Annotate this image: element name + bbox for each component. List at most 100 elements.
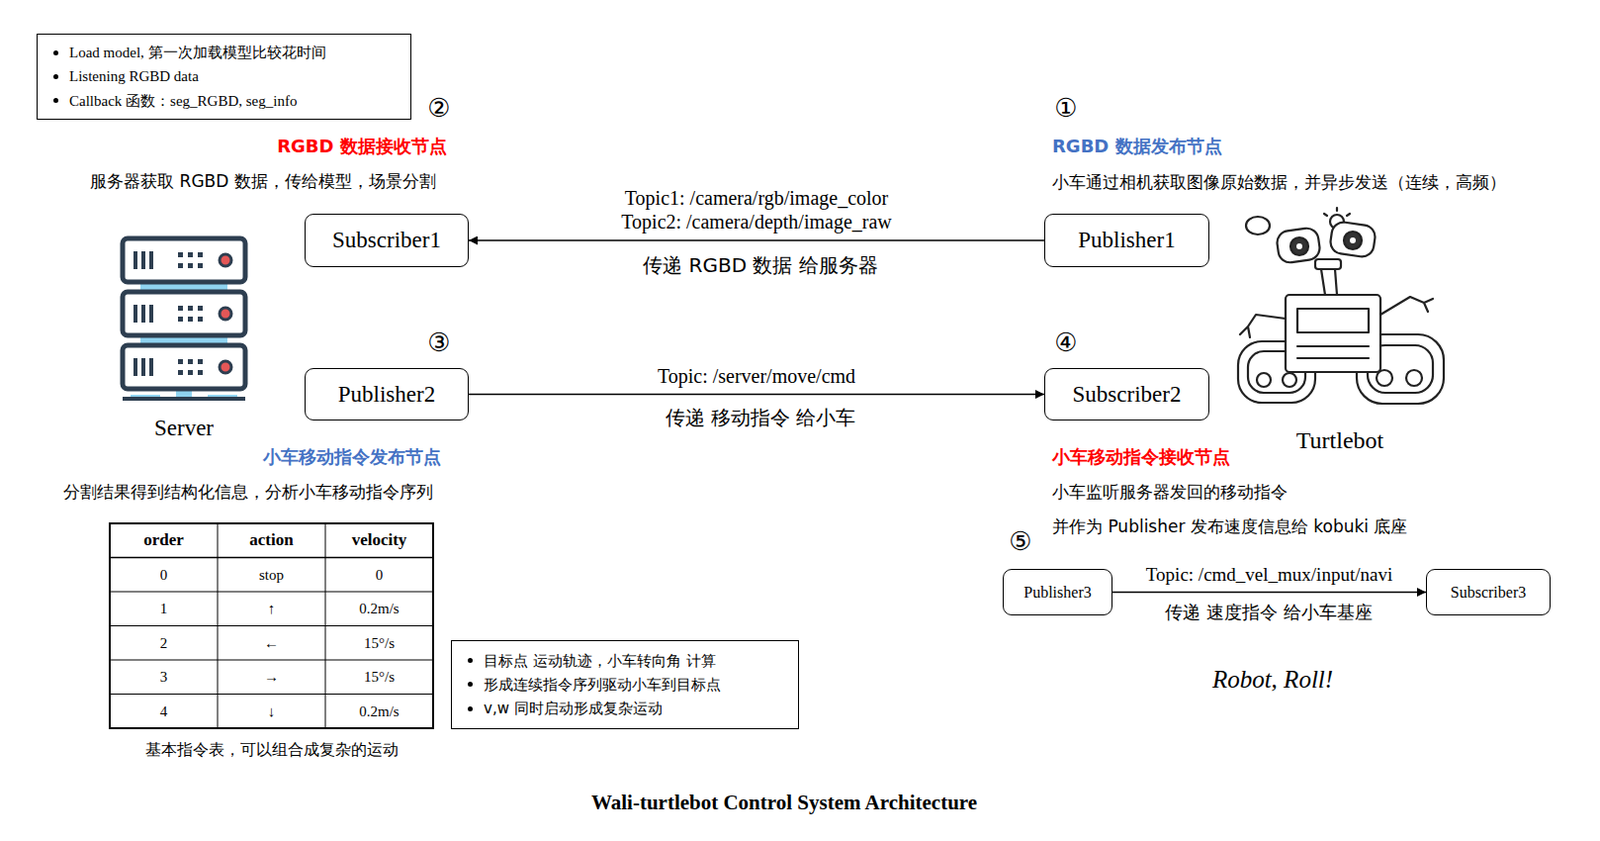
server-icon bbox=[122, 238, 246, 401]
table-cell: stop bbox=[259, 565, 284, 584]
server-vent bbox=[149, 304, 154, 323]
server-vent bbox=[133, 357, 138, 376]
table-cell: 15°/s bbox=[363, 667, 395, 686]
server-led bbox=[219, 360, 232, 373]
table-grid bbox=[109, 659, 434, 661]
robot-illustration bbox=[1296, 243, 1303, 250]
table-cell: ↓ bbox=[267, 702, 276, 720]
table-cell: 0.2m/s bbox=[358, 702, 399, 720]
server-vent bbox=[187, 369, 193, 375]
server-led bbox=[219, 254, 232, 373]
node-description: 小车通过相机获取图像原始数据，并异步发送（连续，高频） bbox=[1052, 172, 1507, 192]
server-vent bbox=[141, 251, 146, 269]
server-vent bbox=[177, 358, 183, 364]
bullet-dot bbox=[467, 657, 473, 663]
robot-illustration bbox=[1290, 237, 1309, 256]
table-grid bbox=[109, 624, 434, 626]
publisher-box: Publisher2 bbox=[304, 367, 469, 421]
table-grid bbox=[325, 523, 327, 728]
bullet-dot bbox=[53, 74, 59, 80]
publisher-box: Publisher3 bbox=[1002, 568, 1113, 616]
node-heading: 小车移动指令接收节点 bbox=[1052, 445, 1231, 468]
table-cell: 3 bbox=[160, 667, 169, 686]
robot-illustration bbox=[1297, 308, 1369, 333]
table-cell: 4 bbox=[160, 702, 169, 720]
topic-label: Topic1: /camera/rgb/image_color Topic2: … bbox=[606, 185, 908, 234]
server-vent bbox=[149, 357, 154, 376]
subscriber-box: Subscriber3 bbox=[1425, 568, 1551, 616]
table-header: order bbox=[143, 530, 184, 550]
edge-caption: 传递 速度指令 给小车基座 bbox=[1164, 601, 1372, 623]
bullet-dot bbox=[53, 97, 59, 103]
subscriber-box: Subscriber2 bbox=[1044, 367, 1210, 421]
robot-label: Turtlebot bbox=[1296, 426, 1384, 455]
server-vent bbox=[177, 252, 183, 258]
server-vent bbox=[141, 357, 146, 376]
note-item: Listening RGBD data bbox=[45, 64, 199, 89]
node-heading: 小车移动指令发布节点 bbox=[263, 445, 442, 468]
box-label: Publisher2 bbox=[338, 380, 436, 409]
note-item: v,w 同时启动形成复杂运动 bbox=[459, 696, 663, 720]
topic-label: Topic: /server/move/cmd bbox=[657, 363, 856, 388]
table-grid bbox=[109, 693, 434, 695]
table-cell: 0 bbox=[160, 565, 169, 584]
note-item: Callback 函数：seg_RGBD, seg_info bbox=[45, 88, 297, 113]
box-label: Subscriber1 bbox=[332, 226, 442, 255]
figure-caption: Wali-turtlebot Control System Architectu… bbox=[591, 790, 978, 815]
server-vent bbox=[177, 369, 183, 375]
server-base bbox=[122, 396, 246, 401]
callout-number: ② bbox=[427, 92, 450, 124]
table-cell: 2 bbox=[160, 633, 169, 652]
robot-illustration bbox=[1256, 372, 1271, 387]
server-vent bbox=[187, 305, 193, 311]
table-grid bbox=[109, 591, 434, 593]
robot-illustration bbox=[1380, 296, 1433, 315]
server-vent bbox=[187, 316, 193, 322]
box-label: Subscriber2 bbox=[1072, 380, 1182, 409]
server-vent bbox=[141, 304, 146, 323]
table-cell: 1 bbox=[160, 599, 169, 618]
robot-illustration bbox=[1406, 369, 1423, 386]
robot-illustration bbox=[1282, 372, 1297, 387]
server-vent bbox=[197, 369, 203, 375]
topic-arrow bbox=[468, 239, 1045, 242]
box-label: Subscriber3 bbox=[1450, 582, 1526, 602]
server-vent bbox=[187, 252, 193, 258]
note-item: Load model, 第一次加载模型比较花时间 bbox=[45, 40, 327, 65]
table-grid bbox=[109, 523, 434, 728]
server-label: Server bbox=[154, 414, 214, 443]
server-vent bbox=[133, 304, 138, 323]
note-item: 目标点 运动轨迹，小车转向角 计算 bbox=[459, 648, 716, 673]
table-grid bbox=[109, 523, 434, 728]
slogan: Robot, Roll! bbox=[1212, 664, 1334, 695]
server-led bbox=[219, 307, 232, 320]
note-box: 目标点 运动轨迹，小车转向角 计算形成连续指令序列驱动小车到目标点v,w 同时启… bbox=[450, 639, 800, 729]
bullet-dot bbox=[467, 706, 473, 712]
node-description: 分割结果得到结构化信息，分析小车移动指令序列 bbox=[63, 481, 434, 502]
server-led bbox=[219, 254, 232, 267]
connectors bbox=[468, 240, 1426, 593]
box-label: Publisher3 bbox=[1023, 582, 1091, 602]
server-vent bbox=[197, 316, 203, 322]
callout-number: ⑤ bbox=[1008, 526, 1032, 557]
server-vent bbox=[187, 358, 193, 364]
note-box: Load model, 第一次加载模型比较花时间Listening RGBD d… bbox=[36, 33, 412, 120]
server-vent bbox=[187, 263, 193, 268]
edge-caption: 传递 RGBD 数据 给服务器 bbox=[642, 253, 879, 277]
robot-illustration bbox=[1245, 216, 1270, 235]
bullet-dot bbox=[467, 681, 473, 687]
table-grid bbox=[217, 523, 219, 728]
server-vent bbox=[133, 251, 138, 269]
table-header: velocity bbox=[352, 530, 408, 550]
server-vent bbox=[133, 251, 203, 376]
callout-number: ③ bbox=[427, 327, 450, 358]
node-heading: RGBD 数据接收节点 bbox=[276, 135, 447, 158]
table-cell: 15°/s bbox=[363, 633, 395, 652]
server-vent bbox=[197, 358, 203, 364]
table-cell: 0 bbox=[375, 565, 384, 584]
server-vent bbox=[149, 251, 154, 269]
robot-illustration bbox=[1285, 294, 1381, 372]
node-description: 服务器获取 RGBD 数据，传给模型，场景分割 bbox=[89, 171, 437, 191]
server-vent bbox=[177, 263, 183, 268]
